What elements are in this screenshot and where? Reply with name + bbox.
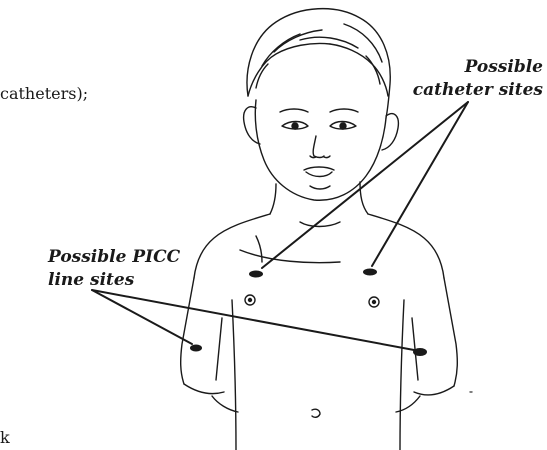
catheter-site-right-marker — [363, 269, 377, 276]
catheter-site-left-marker — [249, 271, 263, 278]
insertion-site-markers — [190, 269, 427, 357]
picc-leader-left — [92, 290, 192, 344]
picc-label-line2: line sites — [48, 269, 180, 292]
picc-site-left-marker — [190, 345, 202, 352]
picc-site-right-marker — [413, 348, 427, 356]
catheter-label-line2: catheter sites — [413, 79, 543, 102]
catheter-sites-label: Possible catheter sites — [413, 56, 543, 102]
nipples — [245, 295, 379, 307]
navel — [312, 409, 320, 417]
picc-leader-right — [92, 290, 414, 350]
catheter-leader-right — [372, 102, 468, 266]
face — [244, 100, 399, 200]
hair — [247, 9, 390, 118]
catheter-label-line1: Possible — [413, 56, 543, 79]
picc-label-line1: Possible PICC — [48, 246, 180, 269]
leader-lines — [92, 102, 468, 350]
picc-sites-label: Possible PICC line sites — [48, 246, 180, 292]
